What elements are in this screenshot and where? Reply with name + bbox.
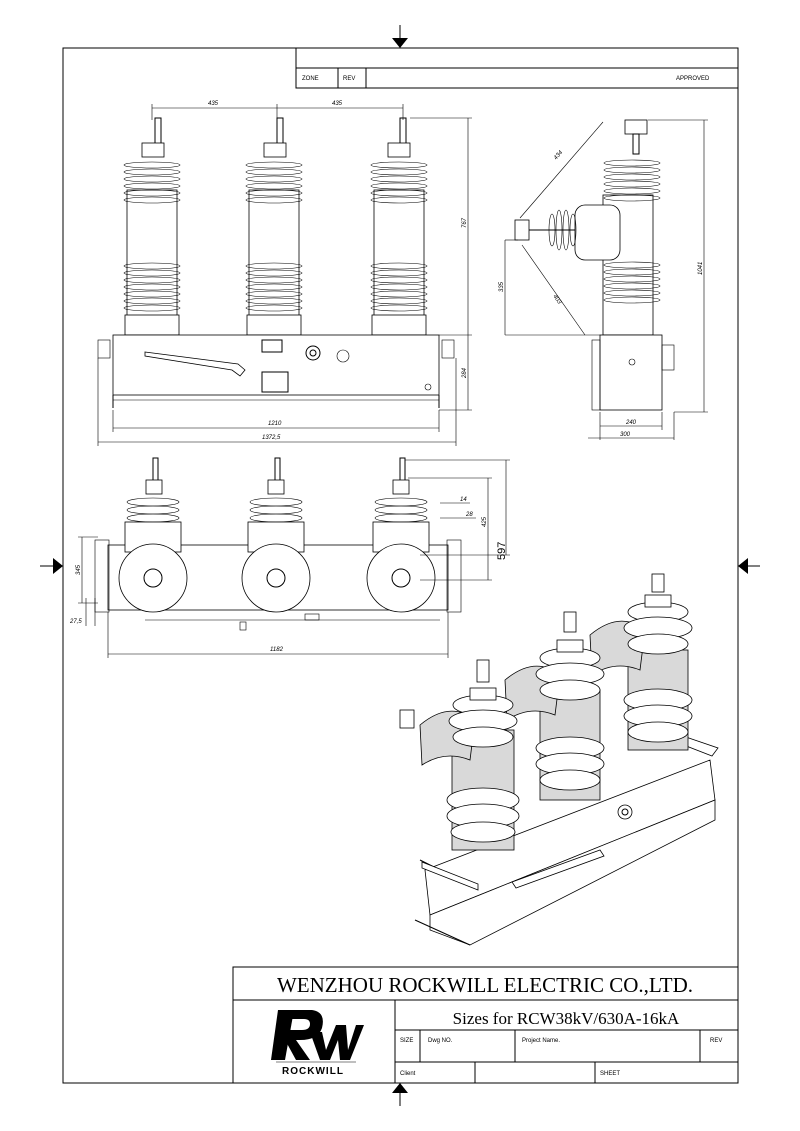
dim-425: 425 (482, 516, 488, 527)
top-pole-3 (366, 457, 436, 613)
dim-pitch-left: 435 (208, 101, 219, 107)
drawing-title: Sizes for RCW38kV/630A-16kA (453, 1009, 680, 1028)
logo-text: ROCKWILL (282, 1066, 344, 1077)
rev-label: REV (343, 76, 355, 82)
dim-335: 335 (499, 281, 505, 292)
operating-handle (144, 351, 246, 377)
front-mechanism-box (112, 334, 440, 396)
company-name: WENZHOU ROCKWILL ELECTRIC CO.,LTD. (277, 973, 693, 997)
center-mark-right (738, 558, 760, 574)
dim-403: 403 (551, 294, 562, 306)
side-view: 434 335 403 1041 240 300 (499, 119, 708, 440)
dim-width-1372-5: 1372,5 (262, 435, 281, 441)
front-pole-2 (245, 117, 303, 336)
size-label: SIZE (400, 1038, 413, 1044)
sheet-label: SHEET (600, 1071, 620, 1077)
center-mark-bottom (392, 1083, 408, 1106)
dim-box-height-284: 284 (462, 367, 468, 379)
dim-14: 14 (460, 497, 467, 503)
front-pole-3 (370, 117, 428, 336)
dim-pitch-right: 435 (332, 101, 343, 107)
front-view: 435 435 767 284 1210 1372,5 (97, 101, 472, 446)
rockwill-logo: ROCKWILL (271, 1010, 364, 1077)
dwg-no-label: Dwg NO. (428, 1038, 453, 1044)
dim-1182: 1182 (270, 647, 284, 653)
dim-240: 240 (625, 420, 637, 426)
dim-28: 28 (465, 512, 473, 518)
top-view: 597 425 14 28 345 27,5 1182 (69, 457, 510, 658)
center-mark-left (40, 558, 63, 574)
center-mark-top (392, 25, 408, 48)
dim-height-767: 767 (462, 217, 468, 228)
approved-label: APPROVED (676, 76, 710, 82)
title-rev-label: REV (710, 1038, 722, 1044)
dim-300: 300 (620, 432, 631, 438)
top-pole-2 (241, 457, 311, 613)
zone-label: ZONE (302, 76, 319, 82)
isometric-view (399, 573, 719, 946)
iso-pole-3 (589, 573, 693, 751)
dim-arm-434: 434 (553, 149, 565, 161)
client-label: Client (400, 1071, 416, 1077)
top-pole-1 (118, 457, 188, 613)
dim-27-5: 27,5 (69, 619, 82, 625)
dim-345: 345 (76, 564, 82, 575)
front-pole-1 (123, 117, 181, 336)
dim-width-1210: 1210 (268, 421, 282, 427)
project-name-label: Project Name. (522, 1038, 560, 1044)
revision-block: ZONE REV APPROVED (295, 47, 739, 89)
dim-1041: 1041 (698, 262, 704, 275)
iso-pole-2 (504, 611, 605, 801)
title-block: WENZHOU ROCKWILL ELECTRIC CO.,LTD. Sizes… (232, 966, 739, 1084)
iso-pole-1 (399, 659, 520, 851)
dim-597: 597 (496, 542, 508, 560)
